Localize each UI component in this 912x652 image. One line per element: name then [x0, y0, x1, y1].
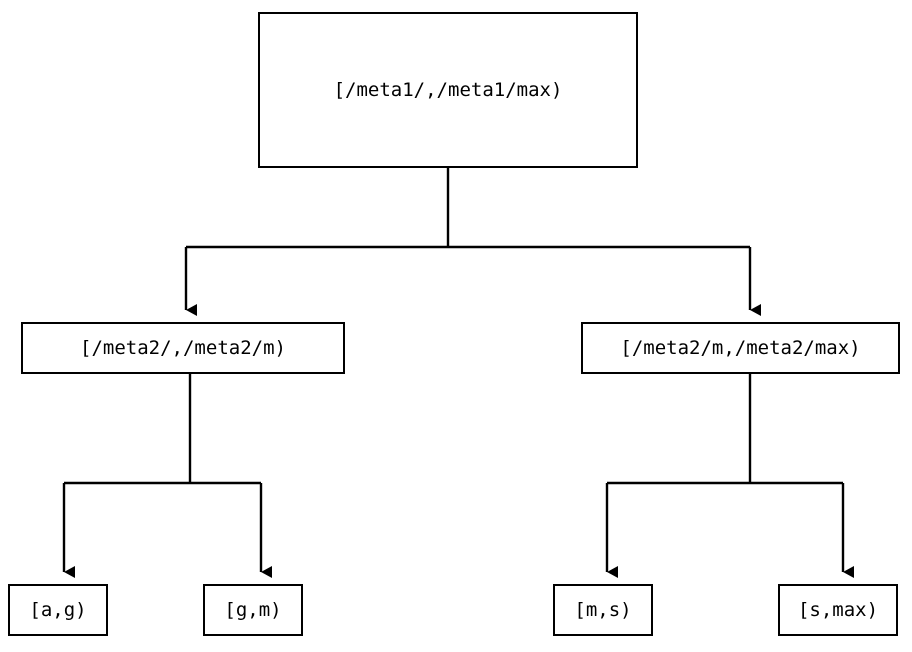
tree-node-mid-right[interactable]: [/meta2/m,/meta2/max) — [581, 322, 900, 374]
tree-node-leaf-s-max[interactable]: [s,max) — [778, 584, 898, 636]
tree-node-root[interactable]: [/meta1/,/meta1/max) — [258, 12, 638, 168]
tree-node-mid-left[interactable]: [/meta2/,/meta2/m) — [21, 322, 345, 374]
tree-node-leaf-a-g[interactable]: [a,g) — [8, 584, 108, 636]
tree-node-leaf-g-m[interactable]: [g,m) — [203, 584, 303, 636]
tree-node-leaf-m-s[interactable]: [m,s) — [553, 584, 653, 636]
